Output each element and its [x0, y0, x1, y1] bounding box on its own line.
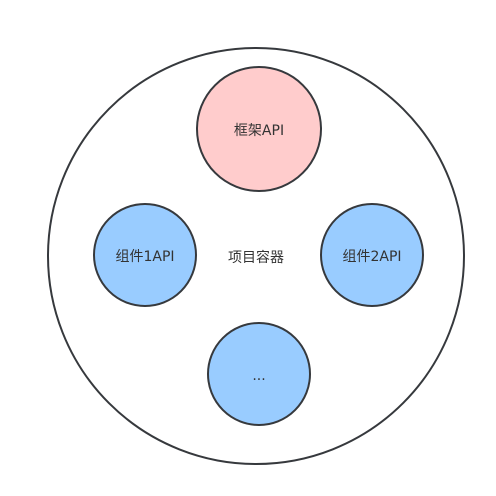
component2-api-node: 组件2API: [320, 203, 424, 307]
component1-api-label: 组件1API: [115, 249, 174, 265]
more-components-node: ...: [207, 322, 311, 426]
framework-api-circle: [196, 66, 322, 192]
component2-api-label: 组件2API: [342, 249, 401, 265]
framework-api-label: 框架API: [234, 123, 284, 139]
more-components-circle: [207, 322, 311, 426]
component1-api-node: 组件1API: [93, 203, 197, 307]
component1-api-circle: [93, 203, 197, 307]
component2-api-circle: [320, 203, 424, 307]
project-container-label: 项目容器: [228, 249, 284, 266]
project-container-circle: [47, 47, 465, 465]
more-components-label: ...: [252, 368, 265, 384]
framework-api-node: 框架API: [196, 66, 322, 192]
